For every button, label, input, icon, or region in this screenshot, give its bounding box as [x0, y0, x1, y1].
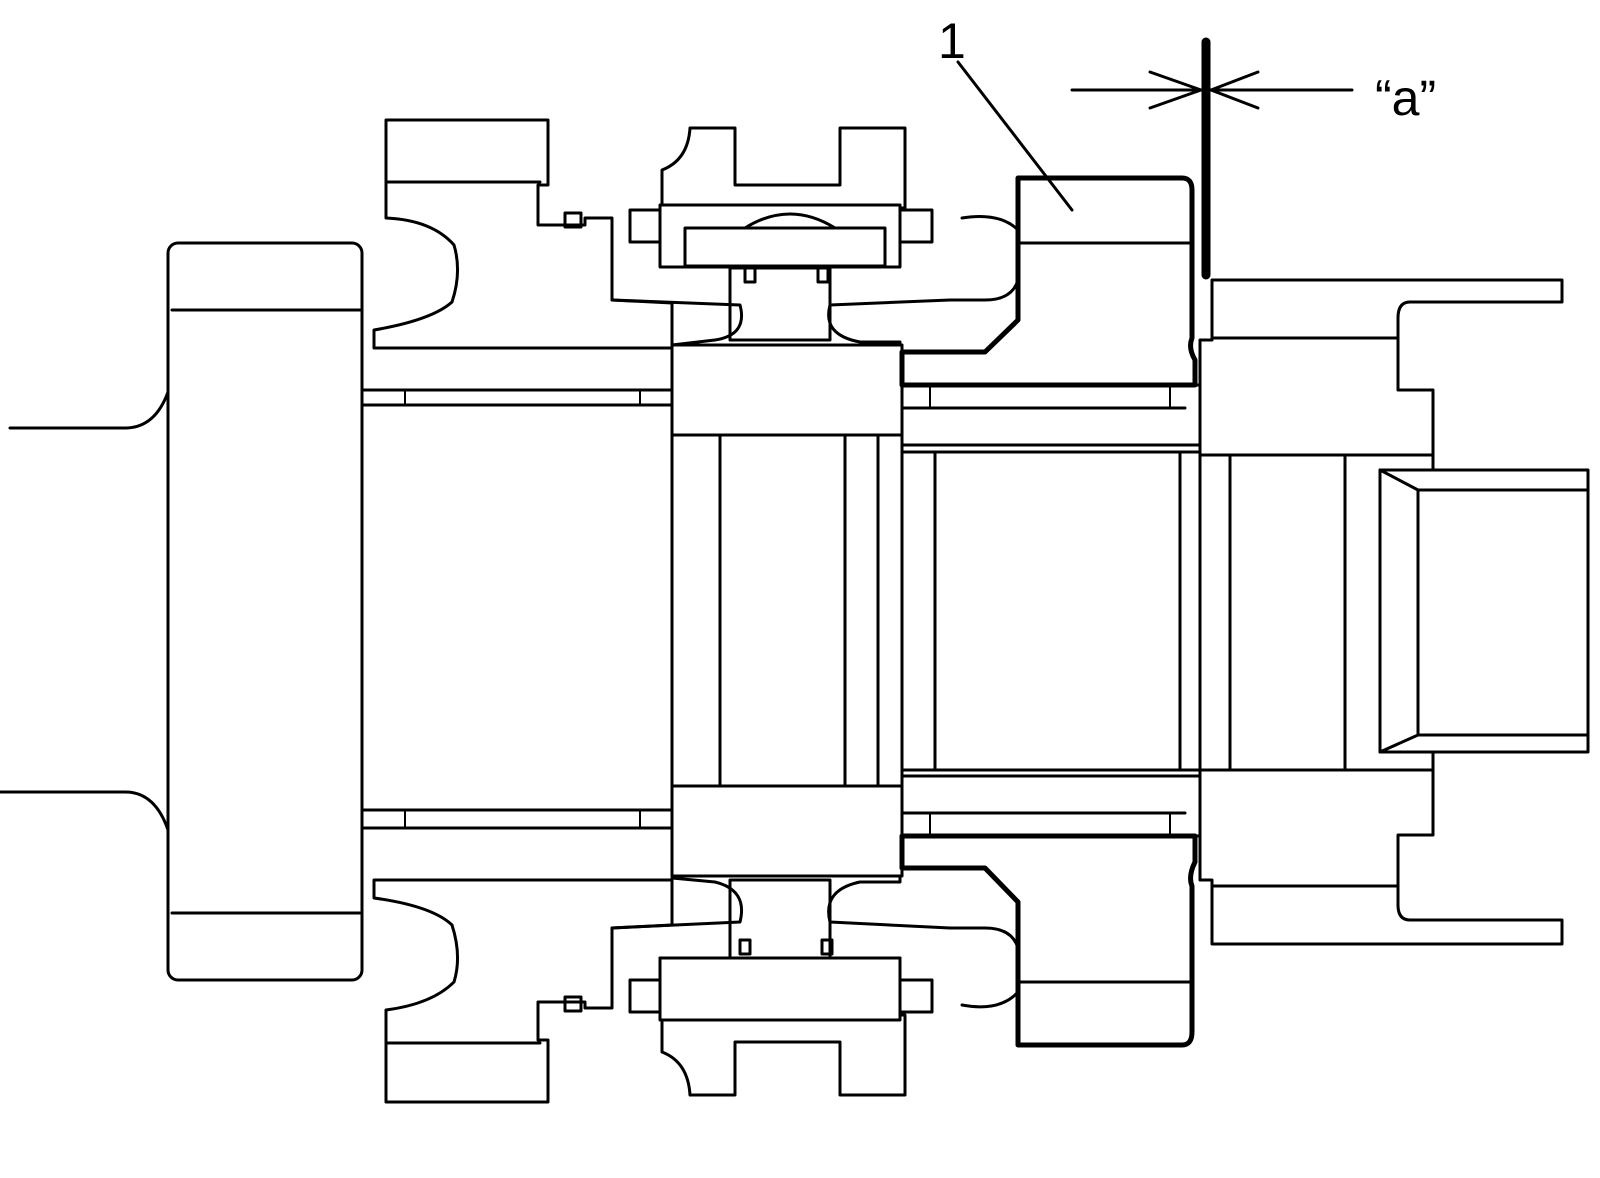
synchronizer-sleeve: [610, 126, 952, 1097]
hub-body: [360, 118, 674, 1104]
clearance-a-label: “a”: [1375, 70, 1436, 126]
output-shaft-section: [900, 383, 1202, 838]
callout-1-leader: [956, 60, 1074, 212]
shaft-end-stub: [1198, 453, 1590, 772]
inner-gear-hub: [670, 343, 904, 878]
right-housing: [1198, 278, 1564, 946]
end-flange: [166, 241, 364, 982]
shaft-bore: [360, 388, 674, 830]
input-shaft: [0, 390, 170, 832]
gear-part-1: [899, 175, 1198, 1048]
part-number-label: 1: [938, 13, 966, 69]
clearance-gauge: [1070, 37, 1354, 280]
